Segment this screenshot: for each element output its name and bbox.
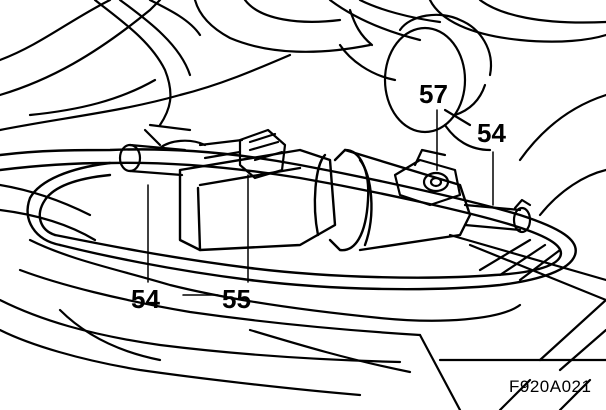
callout-55: 55 <box>222 284 251 314</box>
lower-pan <box>0 183 606 410</box>
leader-lines <box>147 109 494 296</box>
left-fitting <box>118 143 187 177</box>
figure-code: F920A021 <box>509 377 592 396</box>
mounting-bracket <box>393 148 462 207</box>
right-outlet-pipe <box>463 198 532 234</box>
outer-tube-loop <box>0 148 577 291</box>
callout-54-bottom: 54 <box>131 284 160 314</box>
right-duct <box>448 93 606 302</box>
filter-connector <box>143 123 287 180</box>
round-housing <box>383 13 493 152</box>
callout-54-right: 54 <box>477 118 506 148</box>
upper-hoses <box>0 0 606 132</box>
filter-body <box>178 148 472 252</box>
callout-57: 57 <box>419 79 448 109</box>
